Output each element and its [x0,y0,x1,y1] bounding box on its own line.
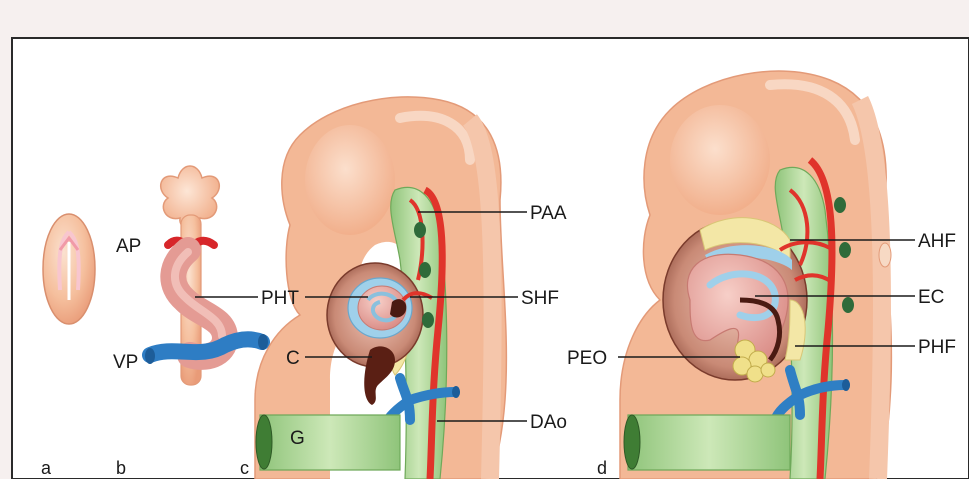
label-ap: AP [116,236,141,257]
label-g: G [290,428,305,449]
label-shf: SHF [521,288,559,309]
label-vp: VP [113,352,138,373]
panel-letter-c: c [240,458,249,478]
label-pht: PHT [261,288,299,309]
label-peo: PEO [567,348,607,369]
label-ahf: AHF [918,231,956,252]
label-c: C [286,348,300,369]
label-paa: PAA [530,203,567,224]
panel-letter-d: d [597,458,607,478]
label-phf: PHF [918,337,956,358]
panel-d-embryo [620,71,891,479]
panel-letter-b: b [116,458,126,478]
panel-letter-a: a [41,458,52,478]
panel-a-embryo-disc [43,214,95,324]
label-dao: DAo [530,412,567,433]
label-ec: EC [918,287,944,308]
